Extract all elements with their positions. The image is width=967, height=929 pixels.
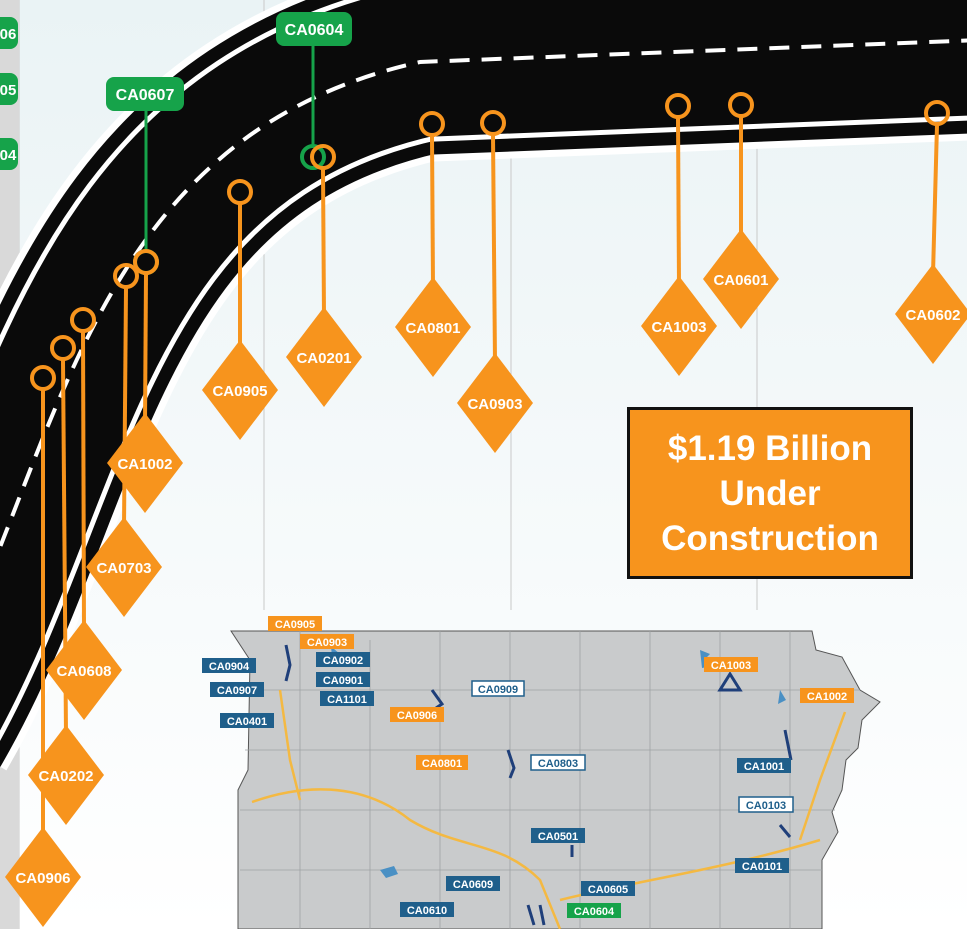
map-label-ca0103: CA0103 <box>738 796 794 813</box>
orange-markers: CA0906CA0202CA0608CA0703CA1002CA0905CA02… <box>5 92 967 927</box>
map-label-ca0903: CA0903 <box>300 634 354 649</box>
svg-text:CA0801: CA0801 <box>405 320 460 337</box>
map-label-ca0610: CA0610 <box>400 902 454 917</box>
state-map-shape <box>230 630 881 929</box>
svg-text:06: 06 <box>0 26 16 43</box>
summary-line-1: $1.19 Billion <box>667 428 873 468</box>
clipped-labels: 06 05 04 <box>0 17 18 170</box>
svg-text:CA0608: CA0608 <box>56 663 111 680</box>
map-label-ca0604: CA0604 <box>567 903 621 918</box>
map-label-ca1002: CA1002 <box>800 688 854 703</box>
map-label-ca0609: CA0609 <box>446 876 500 891</box>
svg-text:CA0501: CA0501 <box>538 831 578 843</box>
map-label-ca0905: CA0905 <box>268 616 322 631</box>
map-labels: CA0905CA0903CA0902CA0904CA0901CA0907CA11… <box>202 616 854 918</box>
svg-text:CA0602: CA0602 <box>905 307 960 324</box>
svg-text:CA0607: CA0607 <box>116 87 175 104</box>
svg-text:CA0905: CA0905 <box>212 383 267 400</box>
svg-text:CA0604: CA0604 <box>574 906 615 918</box>
orange-marker-ca0201: CA0201 <box>286 144 362 407</box>
orange-marker-ca1003: CA1003 <box>641 93 717 376</box>
svg-text:CA0903: CA0903 <box>307 637 347 649</box>
svg-text:CA1003: CA1003 <box>651 319 706 336</box>
svg-text:CA1001: CA1001 <box>744 761 784 773</box>
svg-text:05: 05 <box>0 82 16 99</box>
svg-text:CA0604: CA0604 <box>285 22 344 39</box>
svg-text:CA0803: CA0803 <box>538 758 578 770</box>
map-label-ca1003: CA1003 <box>704 657 758 672</box>
svg-text:CA0906: CA0906 <box>397 710 437 722</box>
clipped-marker-label: 06 <box>0 17 18 49</box>
green-marker-ca0604: CA0604 <box>276 12 352 170</box>
map-label-ca0501: CA0501 <box>531 828 585 843</box>
orange-marker-ca0903: CA0903 <box>457 110 533 453</box>
state-map: CA0905CA0903CA0902CA0904CA0901CA0907CA11… <box>202 616 881 929</box>
svg-text:CA0905: CA0905 <box>275 619 315 631</box>
svg-text:CA0907: CA0907 <box>217 685 257 697</box>
map-label-ca0907: CA0907 <box>210 682 264 697</box>
svg-text:CA1002: CA1002 <box>117 456 172 473</box>
map-label-ca0801: CA0801 <box>416 755 468 770</box>
orange-marker-ca1002: CA1002 <box>107 249 183 513</box>
svg-text:CA0610: CA0610 <box>407 905 447 917</box>
map-label-ca0902: CA0902 <box>316 652 370 667</box>
clipped-marker-label: 05 <box>0 73 18 105</box>
svg-text:CA1003: CA1003 <box>711 660 751 672</box>
orange-marker-ca0905: CA0905 <box>202 179 278 440</box>
svg-text:CA0904: CA0904 <box>209 661 250 673</box>
svg-text:CA1101: CA1101 <box>327 694 367 706</box>
orange-marker-ca0602: CA0602 <box>895 100 967 364</box>
svg-text:CA0609: CA0609 <box>453 879 493 891</box>
orange-marker-ca0801: CA0801 <box>395 111 471 377</box>
orange-marker-ca0703: CA0703 <box>86 263 162 617</box>
orange-marker-ca0601: CA0601 <box>703 92 779 329</box>
map-label-ca0101: CA0101 <box>735 858 789 873</box>
clipped-marker-label: 04 <box>0 138 18 170</box>
green-markers: CA0607 CA0604 <box>106 12 352 275</box>
map-label-ca1001: CA1001 <box>737 758 791 773</box>
svg-text:CA0906: CA0906 <box>15 870 70 887</box>
svg-text:CA0801: CA0801 <box>422 758 462 770</box>
svg-text:CA0101: CA0101 <box>742 861 782 873</box>
svg-text:CA0703: CA0703 <box>96 560 151 577</box>
orange-marker-ca0608: CA0608 <box>46 307 122 720</box>
map-label-ca0906: CA0906 <box>390 707 444 722</box>
map-label-ca0401: CA0401 <box>220 713 274 728</box>
summary-line-2: Under <box>719 473 821 513</box>
road <box>0 0 967 771</box>
svg-text:CA0903: CA0903 <box>467 396 522 413</box>
map-label-ca0803: CA0803 <box>530 754 586 771</box>
svg-text:CA0601: CA0601 <box>713 272 768 289</box>
svg-text:CA0103: CA0103 <box>746 800 786 812</box>
svg-text:CA0401: CA0401 <box>227 716 267 728</box>
map-label-ca0909: CA0909 <box>471 680 525 697</box>
summary-line-3: Construction <box>661 518 879 558</box>
svg-text:CA0605: CA0605 <box>588 884 628 896</box>
map-label-ca0901: CA0901 <box>316 672 370 687</box>
svg-text:CA0901: CA0901 <box>323 675 363 687</box>
svg-text:CA0201: CA0201 <box>296 350 351 367</box>
map-label-ca0904: CA0904 <box>202 658 256 673</box>
svg-text:CA0202: CA0202 <box>38 768 93 785</box>
svg-text:CA1002: CA1002 <box>807 691 847 703</box>
svg-text:04: 04 <box>0 147 17 164</box>
summary-box: $1.19 Billion Under Construction <box>627 407 913 579</box>
map-label-ca1101: CA1101 <box>320 691 374 706</box>
map-label-ca0605: CA0605 <box>581 881 635 896</box>
project-sites <box>284 644 793 926</box>
road-center-dash <box>0 38 967 553</box>
svg-text:CA0902: CA0902 <box>323 655 363 667</box>
svg-text:CA0909: CA0909 <box>478 684 518 696</box>
